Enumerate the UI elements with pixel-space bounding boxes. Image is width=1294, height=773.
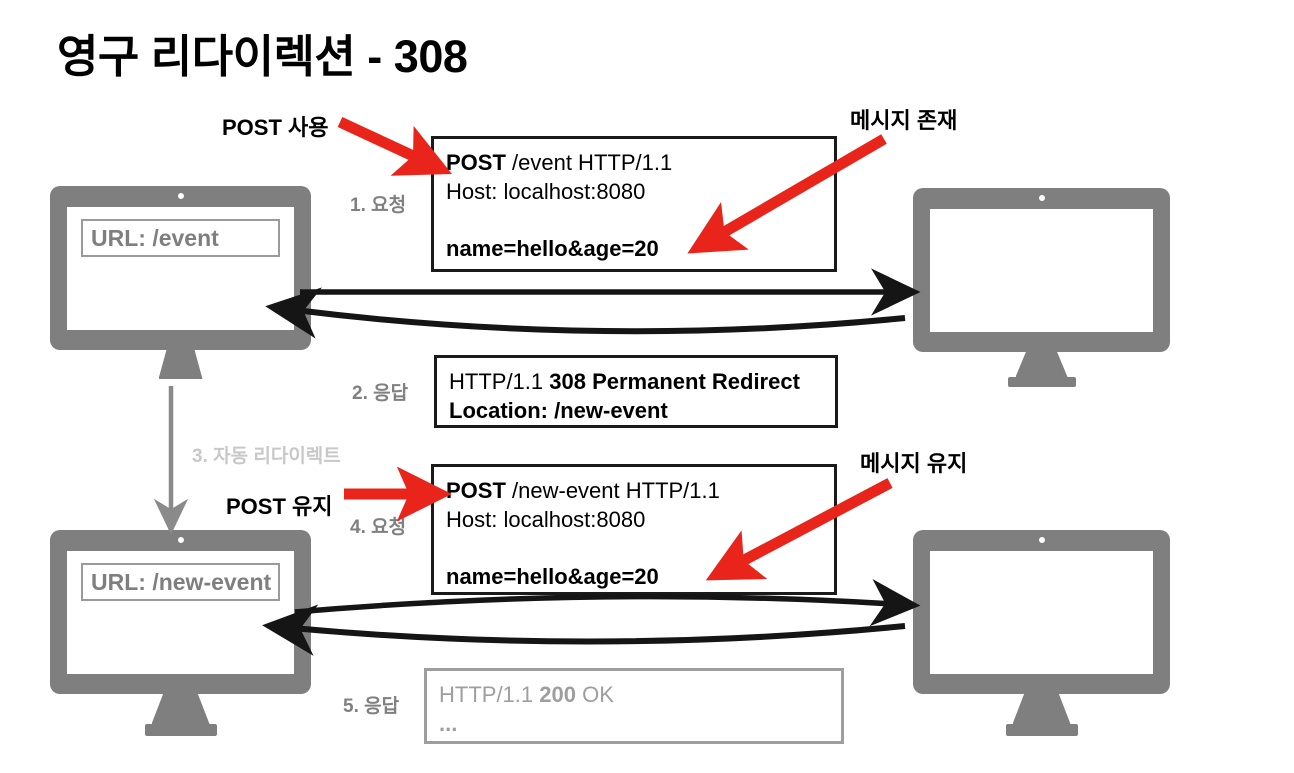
request-1-target: /event HTTP/1.1 xyxy=(505,150,673,175)
arrow-post-used xyxy=(337,117,452,176)
response-2-status-text: OK xyxy=(575,682,614,707)
server-bottom-monitor xyxy=(913,530,1170,736)
server-bottom-screen xyxy=(930,551,1153,674)
webcam-dot xyxy=(177,537,184,543)
monitor-foot xyxy=(1005,724,1078,736)
monitor-neck xyxy=(158,350,203,379)
request-2-method: POST xyxy=(446,478,506,503)
response-2-box: HTTP/1.1 200 OK ... xyxy=(424,668,844,744)
response-2-version: HTTP/1.1 xyxy=(439,682,540,707)
request-2-line-1: POST /new-event HTTP/1.1 xyxy=(446,477,822,506)
client-bottom-screen: URL: /new-event xyxy=(67,551,294,674)
response-2-ellipsis: ... xyxy=(439,710,458,736)
step-label-5: 5. 응답 xyxy=(343,696,400,717)
monitor-neck xyxy=(1012,694,1071,724)
response-1-status: 308 Permanent Redirect xyxy=(549,369,800,394)
request-1-line-2: Host: localhost:8080 xyxy=(446,178,646,204)
step-label-2: 2. 응답 xyxy=(352,383,409,404)
request-1-line-1: POST /event HTTP/1.1 xyxy=(446,149,822,178)
monitor-neck xyxy=(1015,352,1068,377)
arrow-response-2 xyxy=(262,604,906,656)
step-label-1: 1. 요청 xyxy=(350,195,407,216)
request-2-line-2: Host: localhost:8080 xyxy=(446,506,646,532)
url-bar-top[interactable]: URL: /event xyxy=(81,219,280,257)
request-1-body: name=hello&age=20 xyxy=(446,235,659,261)
request-1-box: POST /event HTTP/1.1 Host: localhost:808… xyxy=(431,136,837,272)
url-bar-bottom[interactable]: URL: /new-event xyxy=(81,563,280,601)
monitor-foot xyxy=(144,724,217,736)
webcam-dot xyxy=(1038,537,1045,543)
url-bar-bottom-text: URL: /new-event xyxy=(91,568,272,595)
request-2-box: POST /new-event HTTP/1.1 Host: localhost… xyxy=(431,464,837,595)
client-bottom-monitor: URL: /new-event xyxy=(50,530,311,736)
arrow-request-2 xyxy=(294,579,921,627)
annotation-message-exists: 메시지 존재 xyxy=(850,108,958,133)
annotation-message-kept: 메시지 유지 xyxy=(860,451,968,476)
response-1-location: Location: /new-event xyxy=(449,397,668,423)
annotation-post-used: POST 사용 xyxy=(222,115,329,140)
url-bar-top-text: URL: /event xyxy=(91,224,219,251)
response-1-line-1: HTTP/1.1 308 Permanent Redirect xyxy=(449,368,823,397)
client-top-monitor: URL: /event xyxy=(50,186,311,379)
response-1-box: HTTP/1.1 308 Permanent Redirect Location… xyxy=(434,355,838,428)
webcam-dot xyxy=(177,193,184,199)
server-top-monitor xyxy=(913,188,1170,387)
annotation-post-kept: POST 유지 xyxy=(226,494,333,519)
request-2-target: /new-event HTTP/1.1 xyxy=(505,478,720,503)
server-top-screen xyxy=(930,209,1153,332)
monitor-neck xyxy=(151,694,210,724)
step-label-4: 4. 요청 xyxy=(350,517,407,538)
step-label-3: 3. 자동 리다이렉트 xyxy=(192,446,341,467)
request-1-method: POST xyxy=(446,150,506,175)
response-1-version: HTTP/1.1 xyxy=(449,369,550,394)
client-top-screen: URL: /event xyxy=(67,207,294,330)
response-2-status-code: 200 xyxy=(539,682,576,707)
monitor-foot xyxy=(1007,377,1076,387)
request-2-body: name=hello&age=20 xyxy=(446,563,659,589)
arrow-response-1 xyxy=(265,287,906,339)
webcam-dot xyxy=(1038,195,1045,201)
response-2-line-1: HTTP/1.1 200 OK xyxy=(439,681,829,710)
page-title: 영구 리다이렉션 - 308 xyxy=(57,31,468,82)
